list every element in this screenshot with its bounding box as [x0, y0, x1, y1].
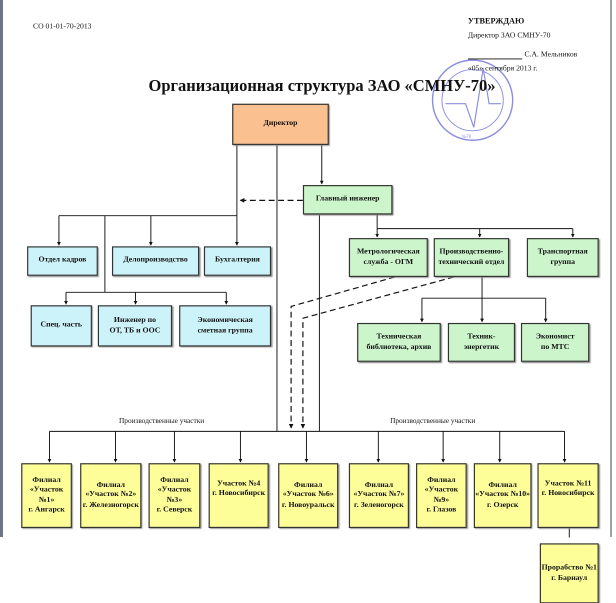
document-code: СО 01-01-70-2013	[33, 22, 92, 31]
director-box: Директор	[232, 103, 329, 145]
org-chart: №70	[21, 16, 599, 603]
approval-position: Директор ЗАО СМНУ-70	[467, 31, 551, 41]
power-technician-box: Техник- энергетик	[447, 322, 516, 362]
chief-engineer-box: Главный инженер	[302, 185, 393, 215]
connector-lines: №70	[47, 58, 575, 538]
approval-signer: С.А. Мельников	[524, 50, 578, 59]
site-box: Филиал «Участок №3» г. Северск	[148, 463, 201, 529]
svg-text:№70: №70	[462, 134, 472, 140]
hr-department-box: Отдел кадров	[27, 246, 98, 276]
site-box: Участок №11 г. Новосибирск	[537, 463, 599, 529]
mts-economist-box: Экономист по МТС	[520, 322, 590, 362]
records-office-box: Делопроизводство	[111, 246, 200, 276]
approval-heading: УТВЕРЖДАЮ	[467, 16, 525, 26]
pto-box: Производственно- технический отдел	[433, 238, 510, 277]
safety-engineer-box: Инженер по ОТ, ТБ и ООС	[97, 305, 173, 347]
estimating-group-box: Экономическая сметная группа	[179, 305, 272, 347]
sites-label-left: Производственные участки	[119, 417, 205, 426]
metrology-box: Метрологическая служба - ОГМ	[348, 238, 428, 277]
foreman-unit-box: Прорабство №1 г. Барнаул	[539, 543, 599, 603]
tech-library-box: Техническая библиотека, архив	[357, 322, 441, 362]
site-box: Филиал «Участок №1» г. Ангарск	[21, 463, 72, 529]
accounting-box: Бухгалтерия	[203, 246, 272, 276]
sites-label-right: Производственные участки	[390, 417, 476, 426]
transport-group-box: Транспортная группа	[526, 238, 599, 277]
stamp-icon: №70	[431, 59, 514, 141]
site-box: Филиал «Участок №10» г. Озерск	[473, 463, 532, 529]
page-frame	[0, 0, 612, 537]
site-box: Филиал «Участок №9» г. Глазов	[416, 463, 467, 529]
site-box: Филиал «Участок №2» г. Железногорск	[80, 463, 142, 529]
site-box: Участок №4 г. Новосибирск	[208, 463, 269, 529]
site-box: Филиал «Участок №7» г. Зеленогорск	[348, 463, 409, 529]
approval-date: «05» сентября 2013 г.	[467, 64, 538, 74]
site-box: Филиал «Участок №6» г. Новоуральск	[278, 463, 339, 529]
special-unit-box: Спец. часть	[30, 305, 92, 347]
page-title: Организационная структура ЗАО «СМНУ-70»	[148, 77, 496, 96]
